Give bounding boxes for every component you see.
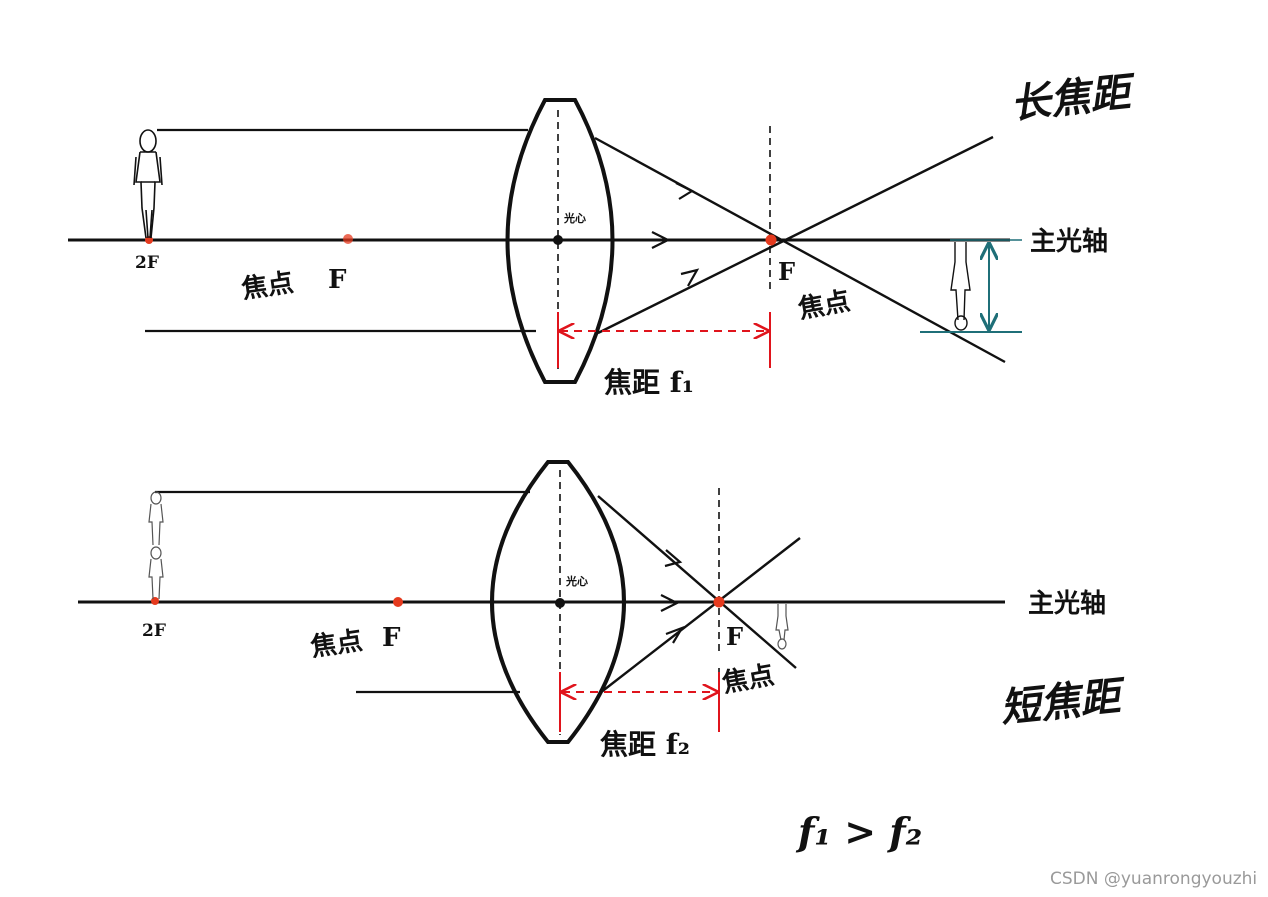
bottom-focal-point-right-label: 焦点 <box>720 659 777 699</box>
top-object-person <box>133 129 163 239</box>
bottom-title: 短焦距 <box>998 672 1129 732</box>
bottom-ray-arrow-axis <box>660 594 680 612</box>
bottom-ray-arrow-upper <box>664 549 683 568</box>
top-focus-dot-left <box>343 234 353 244</box>
top-focus-label: F <box>778 257 795 286</box>
bottom-F-left-label: F <box>382 623 401 653</box>
top-refracted-ray-lower <box>597 135 994 335</box>
top-optical-center-dot <box>553 235 563 245</box>
bottom-optical-center-label: 光心 <box>565 574 588 588</box>
bottom-inverted-image <box>775 604 789 650</box>
focal-length-comparison: f₁ > f₂ <box>795 809 922 854</box>
bottom-refracted-ray-lower <box>599 537 801 694</box>
top-ray-arrow-upper <box>675 182 695 200</box>
top-ray-arrow-axis <box>651 231 671 249</box>
bottom-focal-length-label: 焦距 f₂ <box>600 728 690 761</box>
bottom-convex-lens <box>490 460 626 744</box>
bottom-2f-label: 2F <box>142 621 166 641</box>
bottom-focus-dot-right <box>713 596 725 608</box>
top-diagram: 长焦距 主光轴 光心 F 2F 焦点 F 焦点 焦距 f₁ <box>68 68 1139 399</box>
top-ray-arrow-lower <box>680 268 700 287</box>
bottom-object-person <box>148 491 164 600</box>
bottom-focus-dot-left <box>393 597 403 607</box>
watermark: CSDN @yuanrongyouzhi <box>1050 869 1257 889</box>
top-inverted-image <box>950 242 971 331</box>
top-2f-label: 2F <box>135 253 159 273</box>
top-convex-lens <box>505 98 615 384</box>
bottom-focal-point-left-label: 焦点 <box>309 625 365 663</box>
bottom-focus-label: F <box>726 622 743 651</box>
top-focal-length-label: 焦距 f₁ <box>604 366 694 399</box>
top-focal-point-right-label: 焦点 <box>796 285 853 325</box>
bottom-refracted-ray-upper <box>597 495 797 669</box>
bottom-axis-label: 主光轴 <box>1028 589 1106 619</box>
bottom-2f-dot <box>151 597 159 605</box>
top-title: 长焦距 <box>1008 68 1139 128</box>
top-axis-label: 主光轴 <box>1030 227 1108 257</box>
top-focus-dot-right <box>765 234 777 246</box>
top-optical-center-label: 光心 <box>563 211 586 225</box>
top-F-left-label: F <box>328 265 347 295</box>
bottom-ray-arrow-lower <box>665 625 685 644</box>
bottom-optical-center-dot <box>555 598 565 608</box>
bottom-diagram: 短焦距 主光轴 光心 F 2F 焦点 F 焦点 焦距 f₂ <box>78 460 1129 761</box>
top-refracted-ray-upper <box>594 136 1006 364</box>
top-focal-point-left-label: 焦点 <box>240 267 296 305</box>
